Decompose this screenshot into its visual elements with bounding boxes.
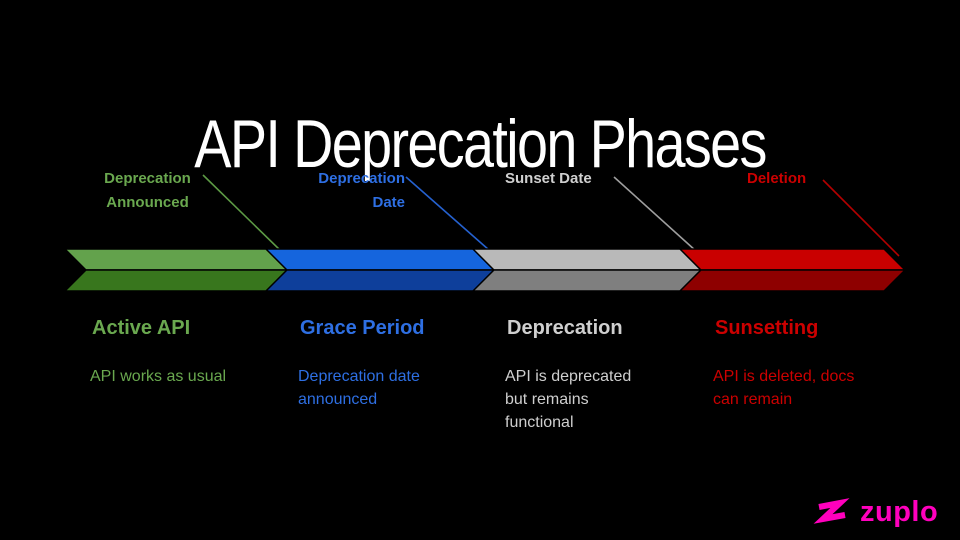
milestone-leader-line-active-api	[202, 174, 283, 253]
phase-description-deprecation: API is deprecated but remains functional	[505, 368, 632, 431]
arrow-segment-sunsetting-bottom	[678, 269, 907, 292]
milestone-leader-line-deprecation	[613, 176, 697, 252]
milestone-leader-line-sunsetting	[822, 179, 900, 257]
arrow-segment-active-api-bottom	[63, 269, 289, 292]
slide-title: API Deprecation Phases	[194, 105, 767, 182]
phase-name-grace-period: Grace Period	[300, 317, 425, 339]
arrow-segment-deprecation-top	[471, 248, 703, 271]
arrow-segment-active-api-top	[63, 248, 289, 271]
milestone-label-deprecation-date: Deprecation Date	[318, 170, 405, 211]
milestone-leader-line-grace-period	[405, 176, 490, 251]
zuplo-logo: zuplo	[812, 496, 938, 528]
phase-description-active-api: API works as usual	[90, 368, 227, 385]
zuplo-z-mark-icon	[813, 498, 850, 524]
arrow-segment-sunsetting-top	[678, 248, 907, 271]
arrow-segment-grace-period-top	[264, 248, 496, 271]
arrow-segment-grace-period-bottom	[264, 269, 496, 292]
milestone-label-deletion: Deletion	[747, 170, 807, 187]
phase-description-grace-period: Deprecation date announced	[298, 368, 420, 408]
phase-description-sunsetting: API is deleted, docs can remain	[713, 368, 855, 408]
zuplo-logo-text: zuplo	[860, 496, 939, 528]
phase-name-active-api: Active API	[92, 317, 191, 339]
phase-name-deprecation: Deprecation	[507, 317, 623, 339]
arrow-segment-deprecation-bottom	[471, 269, 703, 292]
phase-name-sunsetting: Sunsetting	[715, 317, 819, 339]
milestone-label-deprecation-announced: Deprecation Announced	[104, 170, 191, 211]
milestone-label-sunset-date: Sunset Date	[505, 170, 592, 187]
